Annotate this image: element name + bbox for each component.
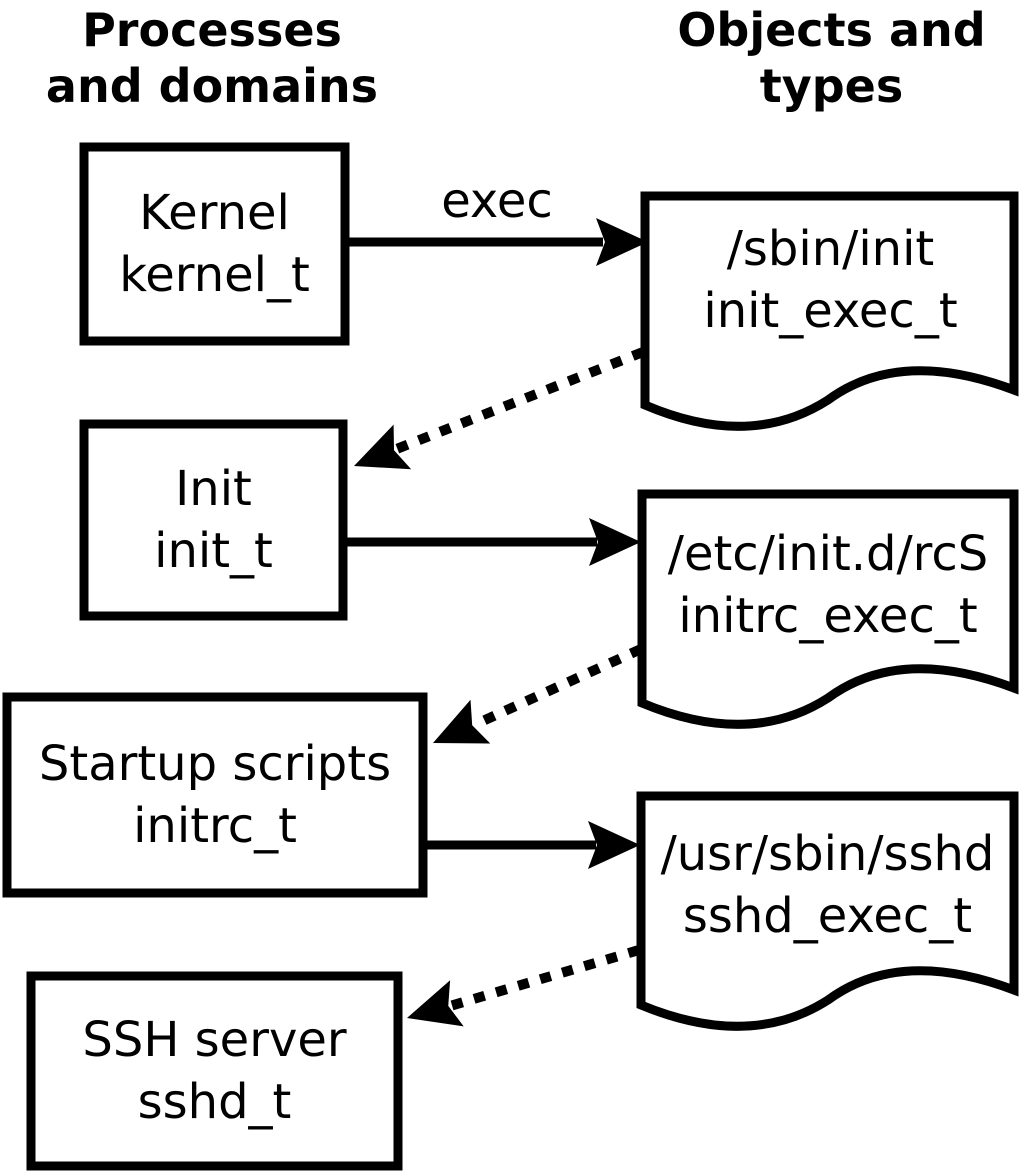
init-box <box>79 419 348 621</box>
exec-edge-label: exec <box>441 173 553 229</box>
transition-arrow-initrc-exec-to-initrc-t <box>433 644 644 744</box>
etc-init-rcs-document <box>637 489 1019 729</box>
column-header-objects-line1: Objects and <box>677 3 986 57</box>
column-header-processes-line2: and domains <box>45 59 379 113</box>
column-header-objects: Objects and types <box>640 2 1023 114</box>
ssh-server-domain-type: sshd_t <box>137 1074 292 1130</box>
ssh-server-process-name: SSH server <box>82 1012 347 1068</box>
startup-scripts-process-name: Startup scripts <box>38 736 392 792</box>
sbin-init-path: /sbin/init <box>726 221 935 277</box>
init-domain-type: init_t <box>154 523 273 579</box>
ssh-server-box-label: SSH server sshd_t <box>27 972 402 1170</box>
kernel-box <box>79 142 350 346</box>
etc-init-rcs-path: /etc/init.d/rcS <box>667 526 989 582</box>
sbin-init-document-label: /sbin/init init_exec_t <box>645 190 1016 370</box>
startup-scripts-box-label: Startup scripts initrc_t <box>3 693 427 897</box>
usr-sbin-sshd-type: sshd_exec_t <box>682 888 973 944</box>
usr-sbin-sshd-path: /usr/sbin/sshd <box>660 826 995 882</box>
transition-arrow-sshd-exec-to-sshd-t <box>407 945 641 1027</box>
column-header-objects-line2: types <box>759 59 904 113</box>
etc-init-rcs-type: initrc_exec_t <box>678 588 978 644</box>
kernel-process-name: Kernel <box>139 185 290 241</box>
kernel-box-label: Kernel kernel_t <box>80 143 349 345</box>
transition-arrow-init-exec-to-init-t <box>354 347 645 470</box>
startup-scripts-box <box>2 692 428 898</box>
ssh-server-box <box>26 971 403 1171</box>
usr-sbin-sshd-document <box>636 791 1019 1031</box>
etc-init-rcs-document-label: /etc/init.d/rcS initrc_exec_t <box>642 495 1014 675</box>
exec-arrow-init-to-rcs <box>347 518 641 566</box>
sbin-init-type: init_exec_t <box>703 283 958 339</box>
column-header-processes-line1: Processes <box>82 3 342 57</box>
exec-arrow-kernel-to-sbin-init <box>349 218 648 266</box>
init-process-name: Init <box>175 461 252 517</box>
init-box-label: Init init_t <box>80 420 347 620</box>
startup-scripts-domain-type: initrc_t <box>133 798 297 854</box>
kernel-domain-type: kernel_t <box>119 247 310 303</box>
exec-arrow-initrc-to-sshd <box>427 821 640 869</box>
sbin-init-document <box>640 191 1019 431</box>
column-header-processes: Processes and domains <box>17 2 407 114</box>
usr-sbin-sshd-document-label: /usr/sbin/sshd sshd_exec_t <box>641 795 1014 975</box>
